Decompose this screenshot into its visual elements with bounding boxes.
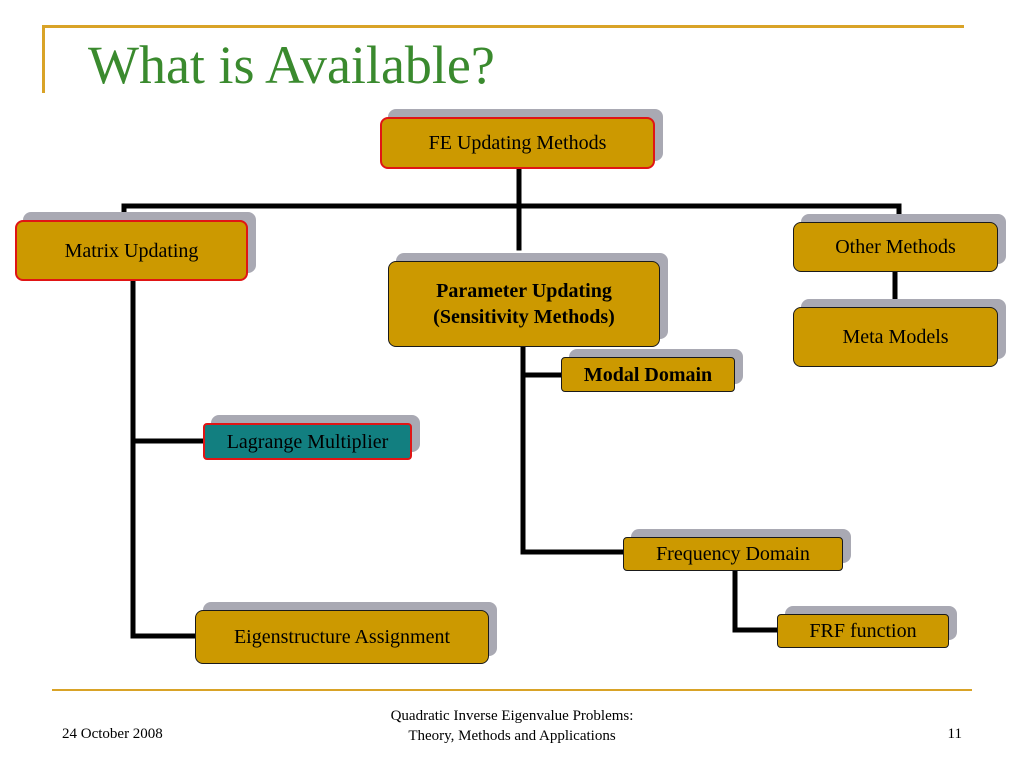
footer-date: 24 October 2008 — [62, 726, 163, 742]
node-label: FRF function — [777, 614, 949, 648]
node-label: Other Methods — [793, 222, 998, 272]
node-label: Eigenstructure Assignment — [195, 610, 489, 664]
node-parameter-updating: Parameter Updating (Sensitivity Methods) — [388, 253, 668, 347]
page-number: 11 — [947, 726, 962, 742]
node-label: Lagrange Multiplier — [203, 423, 412, 460]
node-modal-domain: Modal Domain — [561, 349, 743, 392]
footer-title-line-2: Theory, Methods and Applications — [408, 728, 616, 745]
node-label: FE Updating Methods — [380, 117, 655, 169]
node-other-methods: Other Methods — [793, 214, 1006, 272]
node-lagrange-multiplier: Lagrange Multiplier — [203, 415, 420, 460]
node-label: Modal Domain — [561, 357, 735, 392]
footer-title-line-1: Quadratic Inverse Eigenvalue Problems: — [390, 708, 634, 724]
top-left-accent-line — [42, 25, 45, 93]
node-meta-models: Meta Models — [793, 299, 1006, 367]
node-label: Parameter Updating (Sensitivity Methods) — [388, 261, 660, 347]
node-frequency-domain: Frequency Domain — [623, 529, 851, 571]
slide-title: What is Available? — [88, 35, 495, 95]
node-eigenstructure-assignment: Eigenstructure Assignment — [195, 602, 497, 664]
node-label: Frequency Domain — [623, 537, 843, 571]
node-label-line-1: Parameter Updating — [436, 280, 612, 302]
node-frf-function: FRF function — [777, 606, 957, 648]
node-label: Matrix Updating — [15, 220, 248, 281]
node-label: Meta Models — [793, 307, 998, 367]
node-fe-updating-methods: FE Updating Methods — [380, 109, 663, 169]
footer-title: Quadratic Inverse Eigenvalue Problems: T… — [312, 706, 712, 747]
node-matrix-updating: Matrix Updating — [15, 212, 256, 281]
top-accent-line — [42, 25, 964, 28]
footer-divider — [52, 689, 972, 691]
node-label-line-2: (Sensitivity Methods) — [433, 306, 615, 328]
